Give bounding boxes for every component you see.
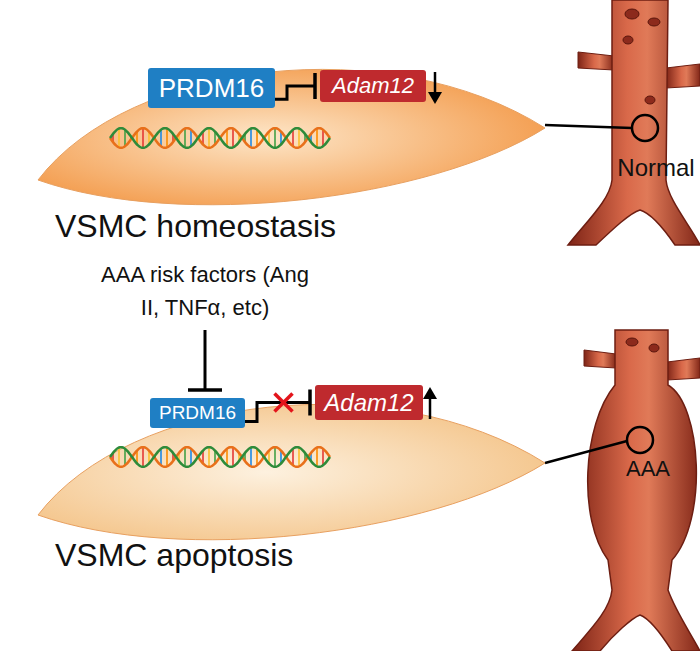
inhibition-bar <box>313 73 317 99</box>
gene-name: PRDM16 <box>159 73 264 104</box>
gene-name: PRDM16 <box>159 402 236 424</box>
connector-line <box>245 403 310 422</box>
gene-box: PRDM16 <box>148 68 275 108</box>
connector-line <box>275 86 315 99</box>
leader-line <box>545 125 632 128</box>
cell-caption: VSMC apoptosis <box>55 537 293 574</box>
annotation-label: AAA <box>618 452 678 485</box>
gene-box: Adam12 <box>320 70 426 102</box>
leader-line <box>545 441 627 463</box>
smooth-muscle-cell: VSMC homeostasis PRDM16 Adam12 <box>30 30 550 250</box>
smooth-muscle-cell: VSMC apoptosis PRDM16 Adam12 <box>30 365 550 585</box>
focus-circle <box>627 427 653 453</box>
level-arrow <box>423 387 437 419</box>
dna-helix <box>110 447 330 467</box>
dna-helix <box>110 128 330 148</box>
inhibition-bar <box>308 390 312 416</box>
gene-name: Adam12 <box>332 73 414 99</box>
focus-circle <box>632 115 658 141</box>
aneurysm-aorta <box>545 330 700 651</box>
blocked-cross <box>275 394 293 412</box>
inhibition-connector <box>245 390 310 422</box>
annotation-label: Normal <box>612 150 700 186</box>
inhibition-symbol <box>188 330 222 390</box>
normal-aorta <box>545 0 700 245</box>
inhibition-connector <box>275 73 315 99</box>
level-arrow <box>428 72 442 104</box>
gene-name: Adam12 <box>324 389 413 417</box>
gene-box: Adam12 <box>315 385 423 420</box>
gene-box: PRDM16 <box>150 398 245 428</box>
annotation-label: AAA risk factors (Ang II, TNFα, etc) <box>95 258 315 324</box>
cell-caption: VSMC homeostasis <box>55 208 336 245</box>
